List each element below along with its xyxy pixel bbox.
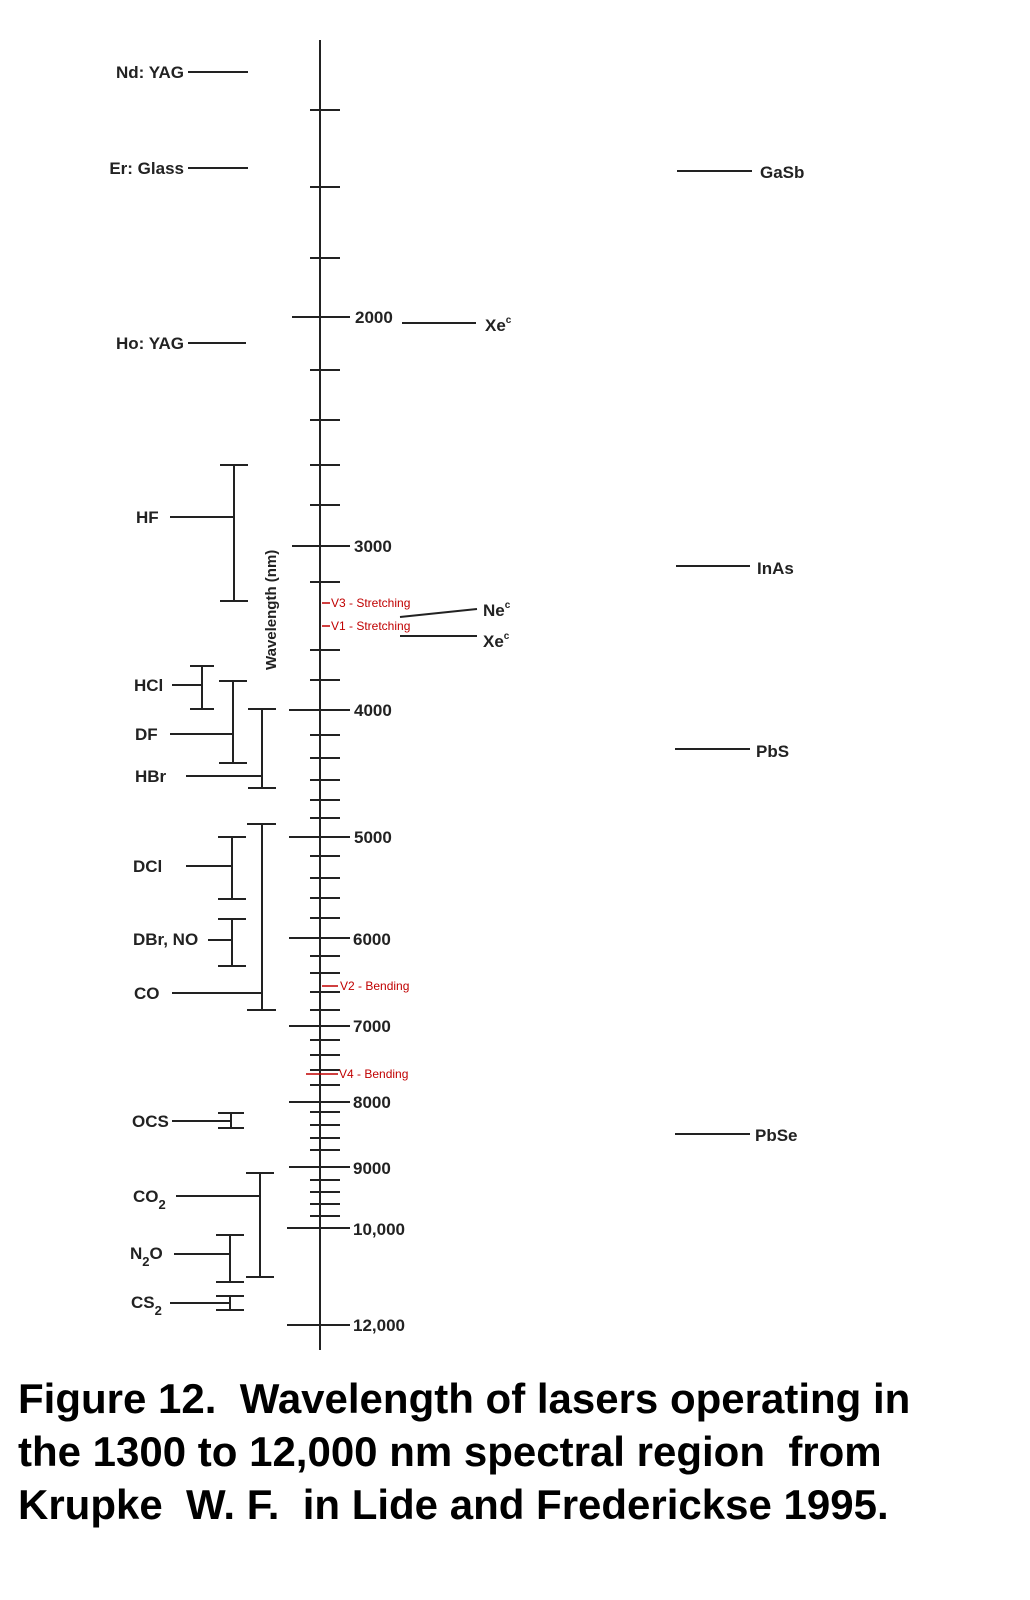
tick-label-6000: 6000 bbox=[353, 930, 391, 949]
tick-label-3000: 3000 bbox=[354, 537, 392, 556]
annotation-v3-stretching: V3 - Stretching bbox=[331, 596, 410, 610]
ne-line bbox=[399, 608, 478, 618]
tick-label-7000: 7000 bbox=[353, 1017, 391, 1036]
laser-label-hf: HF bbox=[136, 508, 159, 527]
semiconductor-laser-labels: GaSb InAs PbS PbSe bbox=[755, 163, 804, 1145]
laser-label-dcl: DCl bbox=[133, 857, 162, 876]
laser-label-nd-yag: Nd: YAG bbox=[116, 63, 184, 82]
annotation-v4-bending: V4 - Bending bbox=[339, 1067, 408, 1081]
laser-label-xe-3500: Xec bbox=[483, 631, 510, 651]
tick-label-12000: 12,000 bbox=[353, 1316, 405, 1335]
annotation-v1-stretching: V1 - Stretching bbox=[331, 619, 410, 633]
dbr-no-range bbox=[208, 918, 246, 967]
left-laser-labels: Nd: YAG Er: Glass Ho: YAG HF HCl DF HBr … bbox=[109, 63, 198, 1318]
hcl-range bbox=[172, 665, 214, 710]
diagram-lines bbox=[170, 40, 752, 1350]
laser-label-inas: InAs bbox=[757, 559, 794, 578]
laser-label-ne: Nec bbox=[483, 600, 511, 620]
tick-label-9000: 9000 bbox=[353, 1159, 391, 1178]
laser-label-cs2: CS2 bbox=[131, 1293, 162, 1318]
dcl-range bbox=[186, 836, 246, 900]
laser-label-hcl: HCl bbox=[134, 676, 163, 695]
n2o-range bbox=[174, 1234, 244, 1283]
caption-line-2: the 1300 to 12,000 nm spectral region fr… bbox=[18, 1428, 882, 1475]
co2-range bbox=[176, 1172, 274, 1278]
caption-line-1: Figure 12. Wavelength of lasers operatin… bbox=[18, 1375, 911, 1422]
laser-label-co: CO bbox=[134, 984, 160, 1003]
figure-caption: Figure 12. Wavelength of lasers operatin… bbox=[18, 1372, 1018, 1531]
laser-label-er-glass: Er: Glass bbox=[109, 159, 184, 178]
axis-title: Wavelength (nm) bbox=[263, 550, 280, 670]
gas-laser-labels: Xec Nec Xec bbox=[483, 315, 512, 651]
laser-label-pbse: PbSe bbox=[755, 1126, 798, 1145]
annotation-v2-bending: V2 - Bending bbox=[340, 979, 409, 993]
hbr-range bbox=[186, 708, 276, 789]
laser-label-ho-yag: Ho: YAG bbox=[116, 334, 184, 353]
laser-label-n2o: N2O bbox=[130, 1244, 163, 1269]
major-ticks bbox=[287, 316, 350, 1326]
df-range bbox=[170, 680, 247, 764]
laser-label-gasb: GaSb bbox=[760, 163, 804, 182]
laser-label-pbs: PbS bbox=[756, 742, 789, 761]
ocs-range bbox=[172, 1112, 244, 1129]
laser-label-df: DF bbox=[135, 725, 158, 744]
annotation-markers bbox=[306, 602, 338, 1075]
tick-label-5000: 5000 bbox=[354, 828, 392, 847]
laser-label-ocs: OCS bbox=[132, 1112, 169, 1131]
laser-wavelength-diagram: Wavelength (nm) 2000 3000 4000 5000 6000… bbox=[109, 40, 804, 1350]
major-tick-labels: 2000 3000 4000 5000 6000 7000 8000 9000 … bbox=[353, 308, 405, 1335]
caption-line-3: Krupke W. F. in Lide and Frederickse 199… bbox=[18, 1481, 889, 1528]
tick-label-10000: 10,000 bbox=[353, 1220, 405, 1239]
laser-label-xe-2000: Xec bbox=[485, 315, 512, 335]
annotation-labels: V3 - Stretching V1 - Stretching V2 - Ben… bbox=[331, 596, 410, 1081]
laser-label-co2: CO2 bbox=[133, 1187, 166, 1212]
tick-label-8000: 8000 bbox=[353, 1093, 391, 1112]
cs2-range bbox=[170, 1295, 244, 1311]
laser-label-hbr: HBr bbox=[135, 767, 167, 786]
minor-ticks bbox=[310, 109, 340, 1217]
hf-range bbox=[170, 464, 248, 602]
tick-label-4000: 4000 bbox=[354, 701, 392, 720]
co-range bbox=[172, 823, 276, 1011]
laser-label-dbr-no: DBr, NO bbox=[133, 930, 198, 949]
tick-label-2000: 2000 bbox=[355, 308, 393, 327]
